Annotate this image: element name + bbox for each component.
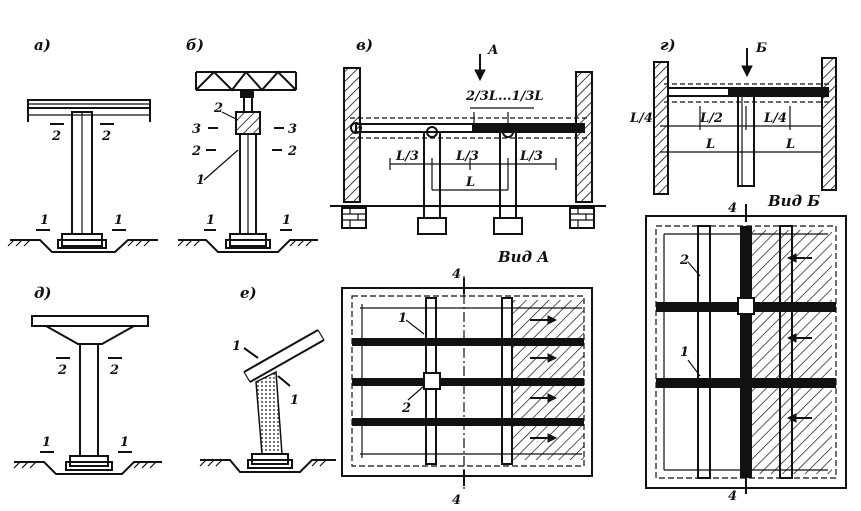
section-4-top: 4 [728, 201, 737, 216]
dim-l3-right: L/3 [519, 149, 543, 164]
marker-1-right: 1 [114, 213, 123, 228]
marker-2-plan: 2 [401, 401, 411, 416]
panel-a-label: а) [34, 36, 51, 54]
marker-2-plan: 2 [679, 253, 689, 268]
section-4-bottom: 4 [728, 489, 737, 504]
dim-l4-left: L/4 [629, 111, 653, 126]
column-head [235, 111, 261, 135]
marker-2-left: 2 [191, 144, 201, 159]
dim-l3-mid: L/3 [455, 149, 479, 164]
view-a-plan: Вид А 4 4 1 2 [341, 248, 593, 508]
view-b-title: Вид Б [767, 192, 820, 210]
view-b-plan: 4 4 2 1 [645, 201, 847, 504]
wall-left [653, 61, 669, 195]
dim-l3-left: L/3 [395, 149, 419, 164]
dim-span-range: 2/3L...1/3L [465, 89, 544, 104]
section-4-bottom: 4 [452, 493, 461, 508]
dim-l4-right: L/4 [763, 111, 787, 126]
marker-1-column: 1 [196, 173, 205, 188]
marker-1-top: 1 [232, 339, 241, 354]
dim-l-left: L [705, 137, 715, 152]
marker-2-right: 2 [109, 363, 119, 378]
marker-1-right: 1 [120, 435, 129, 450]
wall-left [343, 67, 361, 203]
view-a-title: Вид А [497, 248, 549, 266]
panel-b: б) 2 3 3 2 2 1 1 1 [177, 36, 318, 253]
marker-1-right: 1 [282, 213, 291, 228]
view-b-arrow-label: Б [755, 41, 767, 56]
wall-right [575, 71, 593, 203]
marker-2-top: 2 [213, 101, 223, 116]
panel-b-label: б) [186, 36, 204, 54]
panel-g-label: г) [660, 36, 676, 54]
marker-1-left: 1 [42, 435, 51, 450]
panel-d-label: д) [34, 284, 52, 302]
panel-v-label: в) [356, 36, 373, 54]
wall-right [821, 57, 837, 191]
view-a-arrow-label: А [487, 43, 499, 58]
dim-l-right: L [785, 137, 795, 152]
dim-l2: L/2 [699, 111, 723, 126]
panel-e-label: е) [240, 284, 257, 302]
marker-2-right: 2 [101, 129, 111, 144]
marker-2-left: 2 [51, 129, 61, 144]
panel-a: а) 2 2 1 1 [7, 36, 158, 253]
panel-v: в) L/3 L/3 L/3 L 2/3L...1/3L А [330, 36, 606, 235]
panel-e: е) 1 1 [199, 284, 336, 473]
marker-1-left: 1 [40, 213, 49, 228]
column [79, 343, 99, 457]
marker-1-plan: 1 [680, 345, 689, 360]
panel-g: г) Б L/4 L/2 L/4 L L Вид Б [629, 36, 837, 210]
marker-1-plan: 1 [398, 311, 407, 326]
section-4-top: 4 [452, 267, 461, 282]
marker-3-right: 3 [288, 122, 297, 137]
marker-2-left: 2 [57, 363, 67, 378]
marker-1-left: 1 [206, 213, 215, 228]
marker-1-side: 1 [290, 393, 299, 408]
dim-l: L [465, 175, 475, 190]
panel-d: д) 2 2 1 1 [13, 284, 162, 475]
marker-2-right: 2 [287, 144, 297, 159]
marker-3-left: 3 [192, 122, 201, 137]
